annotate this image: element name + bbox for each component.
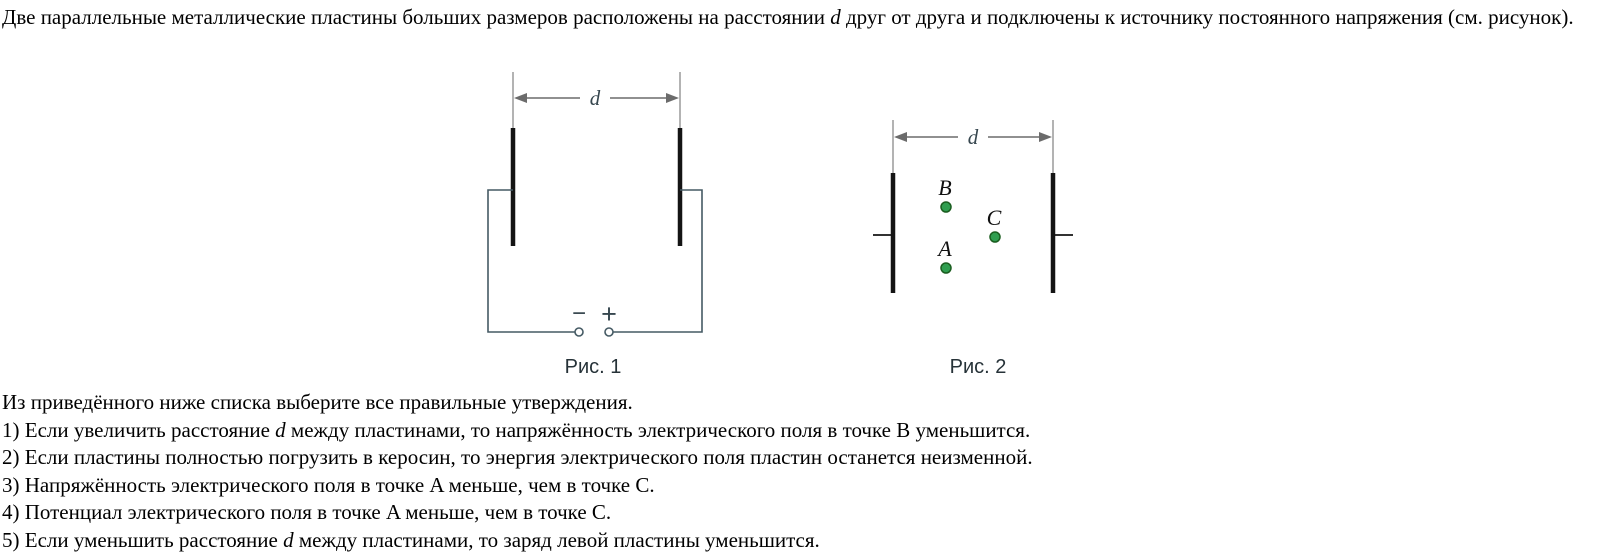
- fig1-distance-label: d: [590, 86, 601, 110]
- statement-4: 4) Потенциал электрического поля в точке…: [2, 500, 612, 525]
- problem-intro-text: Две параллельные металлические пластины …: [2, 5, 1574, 29]
- fig1-terminal-negative: [574, 327, 584, 337]
- figure2-diagram: d B A C: [873, 120, 1073, 293]
- fig1-wire-left: [487, 189, 575, 333]
- question-text: Из приведённого ниже списка выберите все…: [2, 390, 633, 414]
- statement-3: 3) Напряжённость электрического поля в т…: [2, 472, 655, 497]
- fig2-arrowhead-left: [894, 132, 907, 142]
- figure1-diagram: d − +: [487, 72, 703, 337]
- point-a-label: A: [936, 236, 952, 261]
- fig1-wire-right: [613, 189, 703, 333]
- point-a-dot: [940, 262, 952, 274]
- statement-5: 5) Если уменьшить расстояние d между пла…: [2, 527, 820, 552]
- fig1-arrowhead-left: [514, 93, 527, 103]
- statements-block: Из приведённого ниже списка выберите все…: [2, 389, 1594, 555]
- fig2-distance-label: d: [968, 125, 979, 149]
- figure1-caption: Рис. 1: [564, 356, 622, 378]
- figure2-caption: Рис. 2: [949, 356, 1007, 378]
- fig1-minus-sign: −: [572, 300, 586, 327]
- fig2-arrowhead-right: [1039, 132, 1052, 142]
- fig1-arrowhead-right: [666, 93, 679, 103]
- point-c-dot: [989, 231, 1001, 243]
- statement-1: 1) Если увеличить расстояние d между пла…: [2, 417, 1031, 442]
- point-b-dot: [940, 201, 952, 213]
- fig1-plus-sign: +: [601, 299, 617, 329]
- point-b-label: B: [938, 175, 951, 200]
- statement-2: 2) Если пластины полностью погрузить в к…: [2, 445, 1033, 470]
- fig1-terminal-positive: [604, 327, 614, 337]
- point-c-label: C: [987, 205, 1002, 230]
